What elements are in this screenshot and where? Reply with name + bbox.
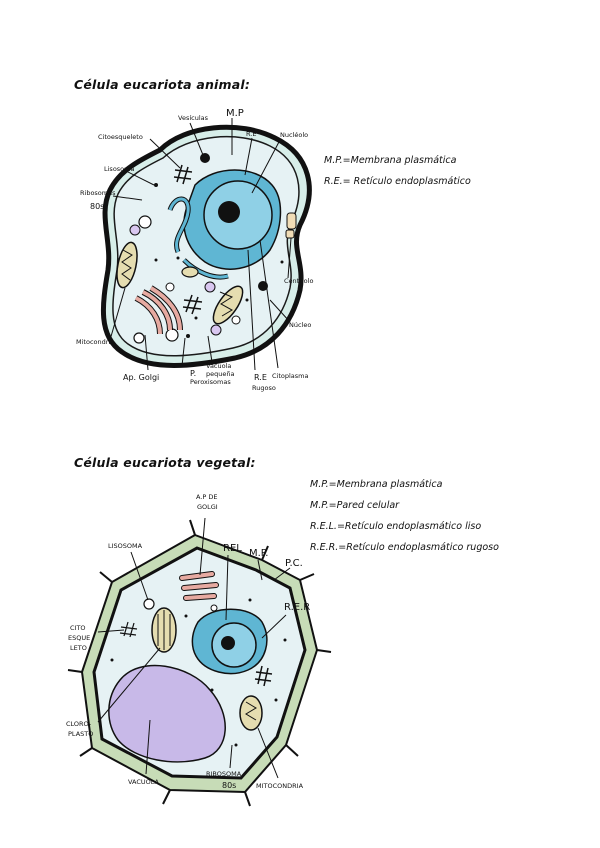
animal-nucleolus [218, 201, 240, 223]
label-ap-golgi-1: A.P DE [196, 493, 218, 501]
label-ribosoma-2: 80s [222, 781, 236, 790]
label-nucleo: Núcleo [289, 321, 311, 329]
vegetal-legend-item: R.E.R.=Retículo endoplasmático rugoso [310, 542, 499, 553]
label-ap-golgi-2: GOLGI [197, 503, 218, 511]
label-rel: REL [223, 543, 242, 554]
label-peroxisomas-1: P. [190, 369, 196, 378]
vegetal-golgi [179, 571, 219, 601]
label-mitocondria-animal: Mitocondria [76, 338, 114, 346]
vegetal-legend-item: M.P.=Pared celular [310, 500, 400, 511]
label-cito-1: CITO [70, 624, 86, 632]
vegetal-legend-item: M.P.=Membrana plasmática [310, 479, 443, 490]
label-lisosoma-vegetal: LISOSOMA [108, 542, 143, 550]
label-ribosomas: Ribosomas [80, 189, 116, 197]
label-lisosoma-animal: Lisosoma [104, 165, 134, 173]
label-cito-2: ESQUE [68, 634, 90, 642]
label-ribosomas-80s: 80s [90, 202, 104, 211]
label-rer: R.E.R [284, 602, 310, 613]
label-rer-2: Rugoso [252, 384, 276, 392]
label-mitocondria-vegetal: MITOCONDRIA [256, 782, 304, 790]
label-nucleolo: Nucléolo [280, 131, 308, 139]
label-mp-vegetal: M.P. [249, 548, 268, 559]
animal-title: Célula eucariota animal: [74, 77, 251, 92]
label-peroxisomas-2: Peroxisomas [190, 378, 231, 386]
vegetal-nucleolus [221, 636, 235, 650]
label-vacuola-1: Vacuola [206, 362, 231, 370]
label-rer-1: R.E [254, 373, 267, 382]
vegetal-mitochondria [239, 695, 263, 731]
vegetal-vacuole [108, 664, 226, 763]
label-citoplasma: Citoplasma [272, 372, 309, 380]
vegetal-lysosome [143, 598, 155, 610]
label-vacuola-2: pequeña [206, 370, 234, 378]
label-citoesqueleto: Citoesqueleto [98, 133, 143, 141]
animal-centriole [286, 212, 297, 230]
label-centriolo: Centriolo [284, 277, 313, 285]
label-ribosoma-1: RIBOSOMA [206, 770, 242, 778]
animal-legend: M.P.=Membrana plasmática R.E.= Retículo … [324, 150, 471, 192]
label-cloro-2: PLASTO [68, 730, 93, 738]
animal-legend-item: R.E.= Retículo endoplasmático [324, 176, 471, 187]
label-vesiculas: Vesículas [178, 114, 209, 122]
vegetal-title: Célula eucariota vegetal: [74, 455, 256, 470]
label-mp-animal: M.P [226, 108, 244, 119]
label-cloro-1: CLORO- [66, 720, 92, 728]
label-aparato-golgi: Ap. Golgi [123, 373, 159, 382]
label-re-animal: R.E [246, 130, 256, 138]
animal-legend-item: M.P.=Membrana plasmática [324, 155, 457, 166]
label-pc: P.C. [285, 558, 303, 569]
label-cito-3: LETO [70, 644, 87, 652]
vegetal-legend: M.P.=Membrana plasmática M.P.=Pared celu… [310, 474, 499, 558]
label-vacuola-vegetal: VACUOLA [128, 778, 160, 786]
vegetal-legend-item: R.E.L.=Retículo endoplasmático liso [310, 521, 482, 532]
